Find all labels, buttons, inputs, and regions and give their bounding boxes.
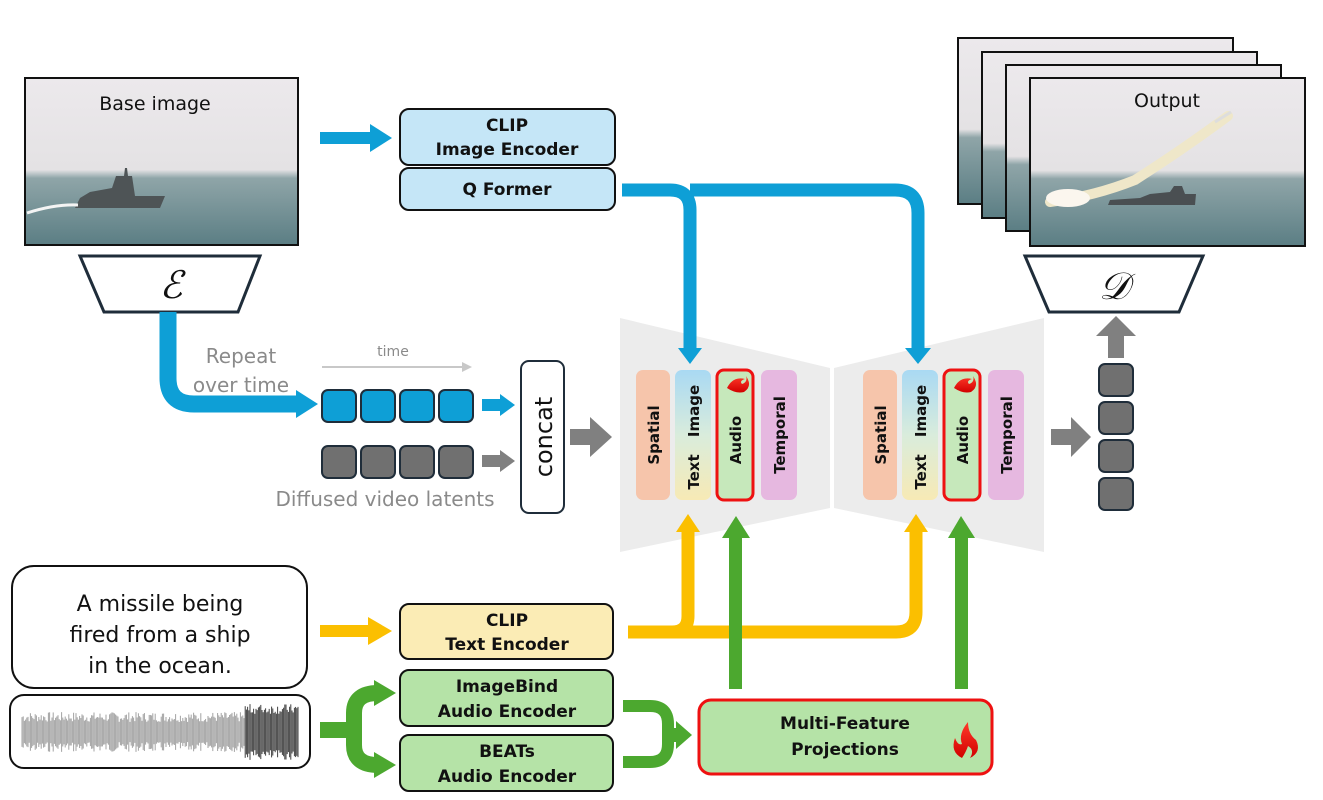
- output-latent-frame: [1098, 363, 1134, 397]
- repeated-image-latents: [321, 389, 474, 423]
- arrow-encoders-merge: [623, 700, 692, 768]
- svg-text:CLIP: CLIP: [486, 116, 528, 136]
- svg-text:Audio Encoder: Audio Encoder: [438, 767, 577, 787]
- clip-text-encoder: CLIP Text Encoder: [399, 603, 614, 660]
- arrow-repeated-to-concat: [482, 394, 515, 416]
- svg-text:Q Former: Q Former: [463, 180, 553, 200]
- output-latent-frame: [1098, 401, 1134, 435]
- arrow-projections-to-unet: [722, 516, 975, 689]
- diffused-latent-frame: [321, 445, 357, 479]
- svg-text:Temporal: Temporal: [771, 396, 789, 474]
- svg-text:Audio Encoder: Audio Encoder: [438, 702, 577, 722]
- svg-text:A missile being: A missile being: [77, 592, 244, 617]
- arrow-qformer-to-unet: [622, 183, 931, 364]
- svg-text:ImageBind: ImageBind: [456, 677, 558, 697]
- arrow-repeat-over-time: [159, 312, 318, 418]
- diffused-latent-frame: [399, 445, 435, 479]
- repeat-label: Repeat: [206, 344, 277, 368]
- repeat-label-2: over time: [193, 373, 289, 397]
- svg-text:Text: Text: [685, 454, 703, 489]
- image-latent-frame: [360, 389, 396, 423]
- svg-text:Image Encoder: Image Encoder: [436, 140, 579, 160]
- spatial-attention-layer: Spatial: [863, 370, 897, 500]
- svg-text:concat: concat: [530, 397, 558, 477]
- audio-attention-layer: Audio: [942, 368, 982, 502]
- svg-text:Text: Text: [912, 454, 930, 489]
- svg-text:in the ocean.: in the ocean.: [88, 654, 232, 679]
- temporal-attention-layer: Temporal: [988, 370, 1024, 500]
- arrow-concat-to-unet: [570, 417, 612, 457]
- flame-icon: [727, 376, 750, 393]
- output-latent-frame: [1098, 439, 1134, 473]
- temporal-attention-layer: Temporal: [761, 370, 797, 500]
- spatial-attention-layer: Spatial: [636, 370, 670, 500]
- encoder: ℰ: [77, 254, 263, 314]
- svg-text:Projections: Projections: [791, 740, 899, 760]
- diffused-latent-frame: [438, 445, 474, 479]
- arrow-prompt-to-clip-text: [320, 617, 392, 645]
- audio-waveform-box: [9, 694, 311, 769]
- flame-icon: [954, 376, 977, 393]
- text-image-cross-attention-layer: Image Text: [902, 370, 938, 500]
- svg-text:Spatial: Spatial: [645, 405, 663, 464]
- time-label: time: [377, 344, 409, 360]
- arrow-latents-to-decoder: [1096, 316, 1136, 358]
- output-label: Output: [1134, 90, 1200, 112]
- arrow-diffused-to-concat: [482, 450, 515, 472]
- clip-image-encoder: CLIP Image Encoder: [399, 108, 616, 166]
- svg-text:fired from a ship: fired from a ship: [69, 623, 250, 648]
- svg-text:Multi-Feature: Multi-Feature: [780, 714, 910, 734]
- unet-block-1: Spatial Image Text Audio Temporal: [636, 368, 797, 502]
- svg-text:CLIP: CLIP: [486, 611, 528, 631]
- image-latent-frame: [438, 389, 474, 423]
- diffused-latents-label: Diffused video latents: [275, 487, 494, 511]
- image-latent-frame: [399, 389, 435, 423]
- diffused-video-latents: [321, 445, 474, 479]
- arrow-text-to-unet: [628, 514, 928, 639]
- output-latents: [1098, 363, 1134, 511]
- svg-text:Text Encoder: Text Encoder: [445, 635, 569, 655]
- multi-feature-projections: Multi-Feature Projections: [697, 698, 994, 776]
- svg-text:Image: Image: [685, 385, 703, 437]
- concat-node: concat: [520, 360, 565, 514]
- output-latent-frame: [1098, 477, 1134, 511]
- arrow-unet-to-output-latents: [1051, 417, 1091, 457]
- svg-text:Image: Image: [912, 385, 930, 437]
- decoder: 𝒟: [1022, 254, 1206, 314]
- base-image-label: Base image: [99, 93, 211, 115]
- missile-ship-illustration: [1045, 110, 1233, 207]
- imagebind-audio-encoder: ImageBind Audio Encoder: [399, 669, 614, 727]
- output-frames: Output: [957, 37, 1306, 247]
- arrow-base-to-clip-image: [320, 124, 392, 152]
- waveform-icon: [21, 704, 299, 760]
- time-axis: time: [322, 344, 472, 372]
- image-latent-frame: [321, 389, 357, 423]
- svg-text:Temporal: Temporal: [998, 396, 1016, 474]
- audio-attention-layer: Audio: [715, 368, 755, 502]
- svg-text:Audio: Audio: [954, 416, 972, 464]
- output-frame: Output: [1029, 77, 1306, 247]
- svg-text:Spatial: Spatial: [872, 405, 890, 464]
- ship-illustration: [26, 168, 165, 215]
- arrow-audio-split: [320, 680, 396, 778]
- prompt-box: A missile being fired from a ship in the…: [11, 565, 308, 689]
- base-image: Base image: [24, 77, 299, 246]
- flame-icon: [953, 722, 978, 758]
- diffused-latent-frame: [360, 445, 396, 479]
- beats-audio-encoder: BEATs Audio Encoder: [399, 734, 614, 792]
- q-former: Q Former: [399, 167, 616, 211]
- encoder-symbol: ℰ: [159, 263, 186, 307]
- unet-block-2: Spatial Image Text Audio Temporal: [863, 368, 1024, 502]
- svg-text:BEATs: BEATs: [479, 742, 535, 762]
- svg-text:Audio: Audio: [727, 416, 745, 464]
- text-image-cross-attention-layer: Image Text: [675, 370, 711, 500]
